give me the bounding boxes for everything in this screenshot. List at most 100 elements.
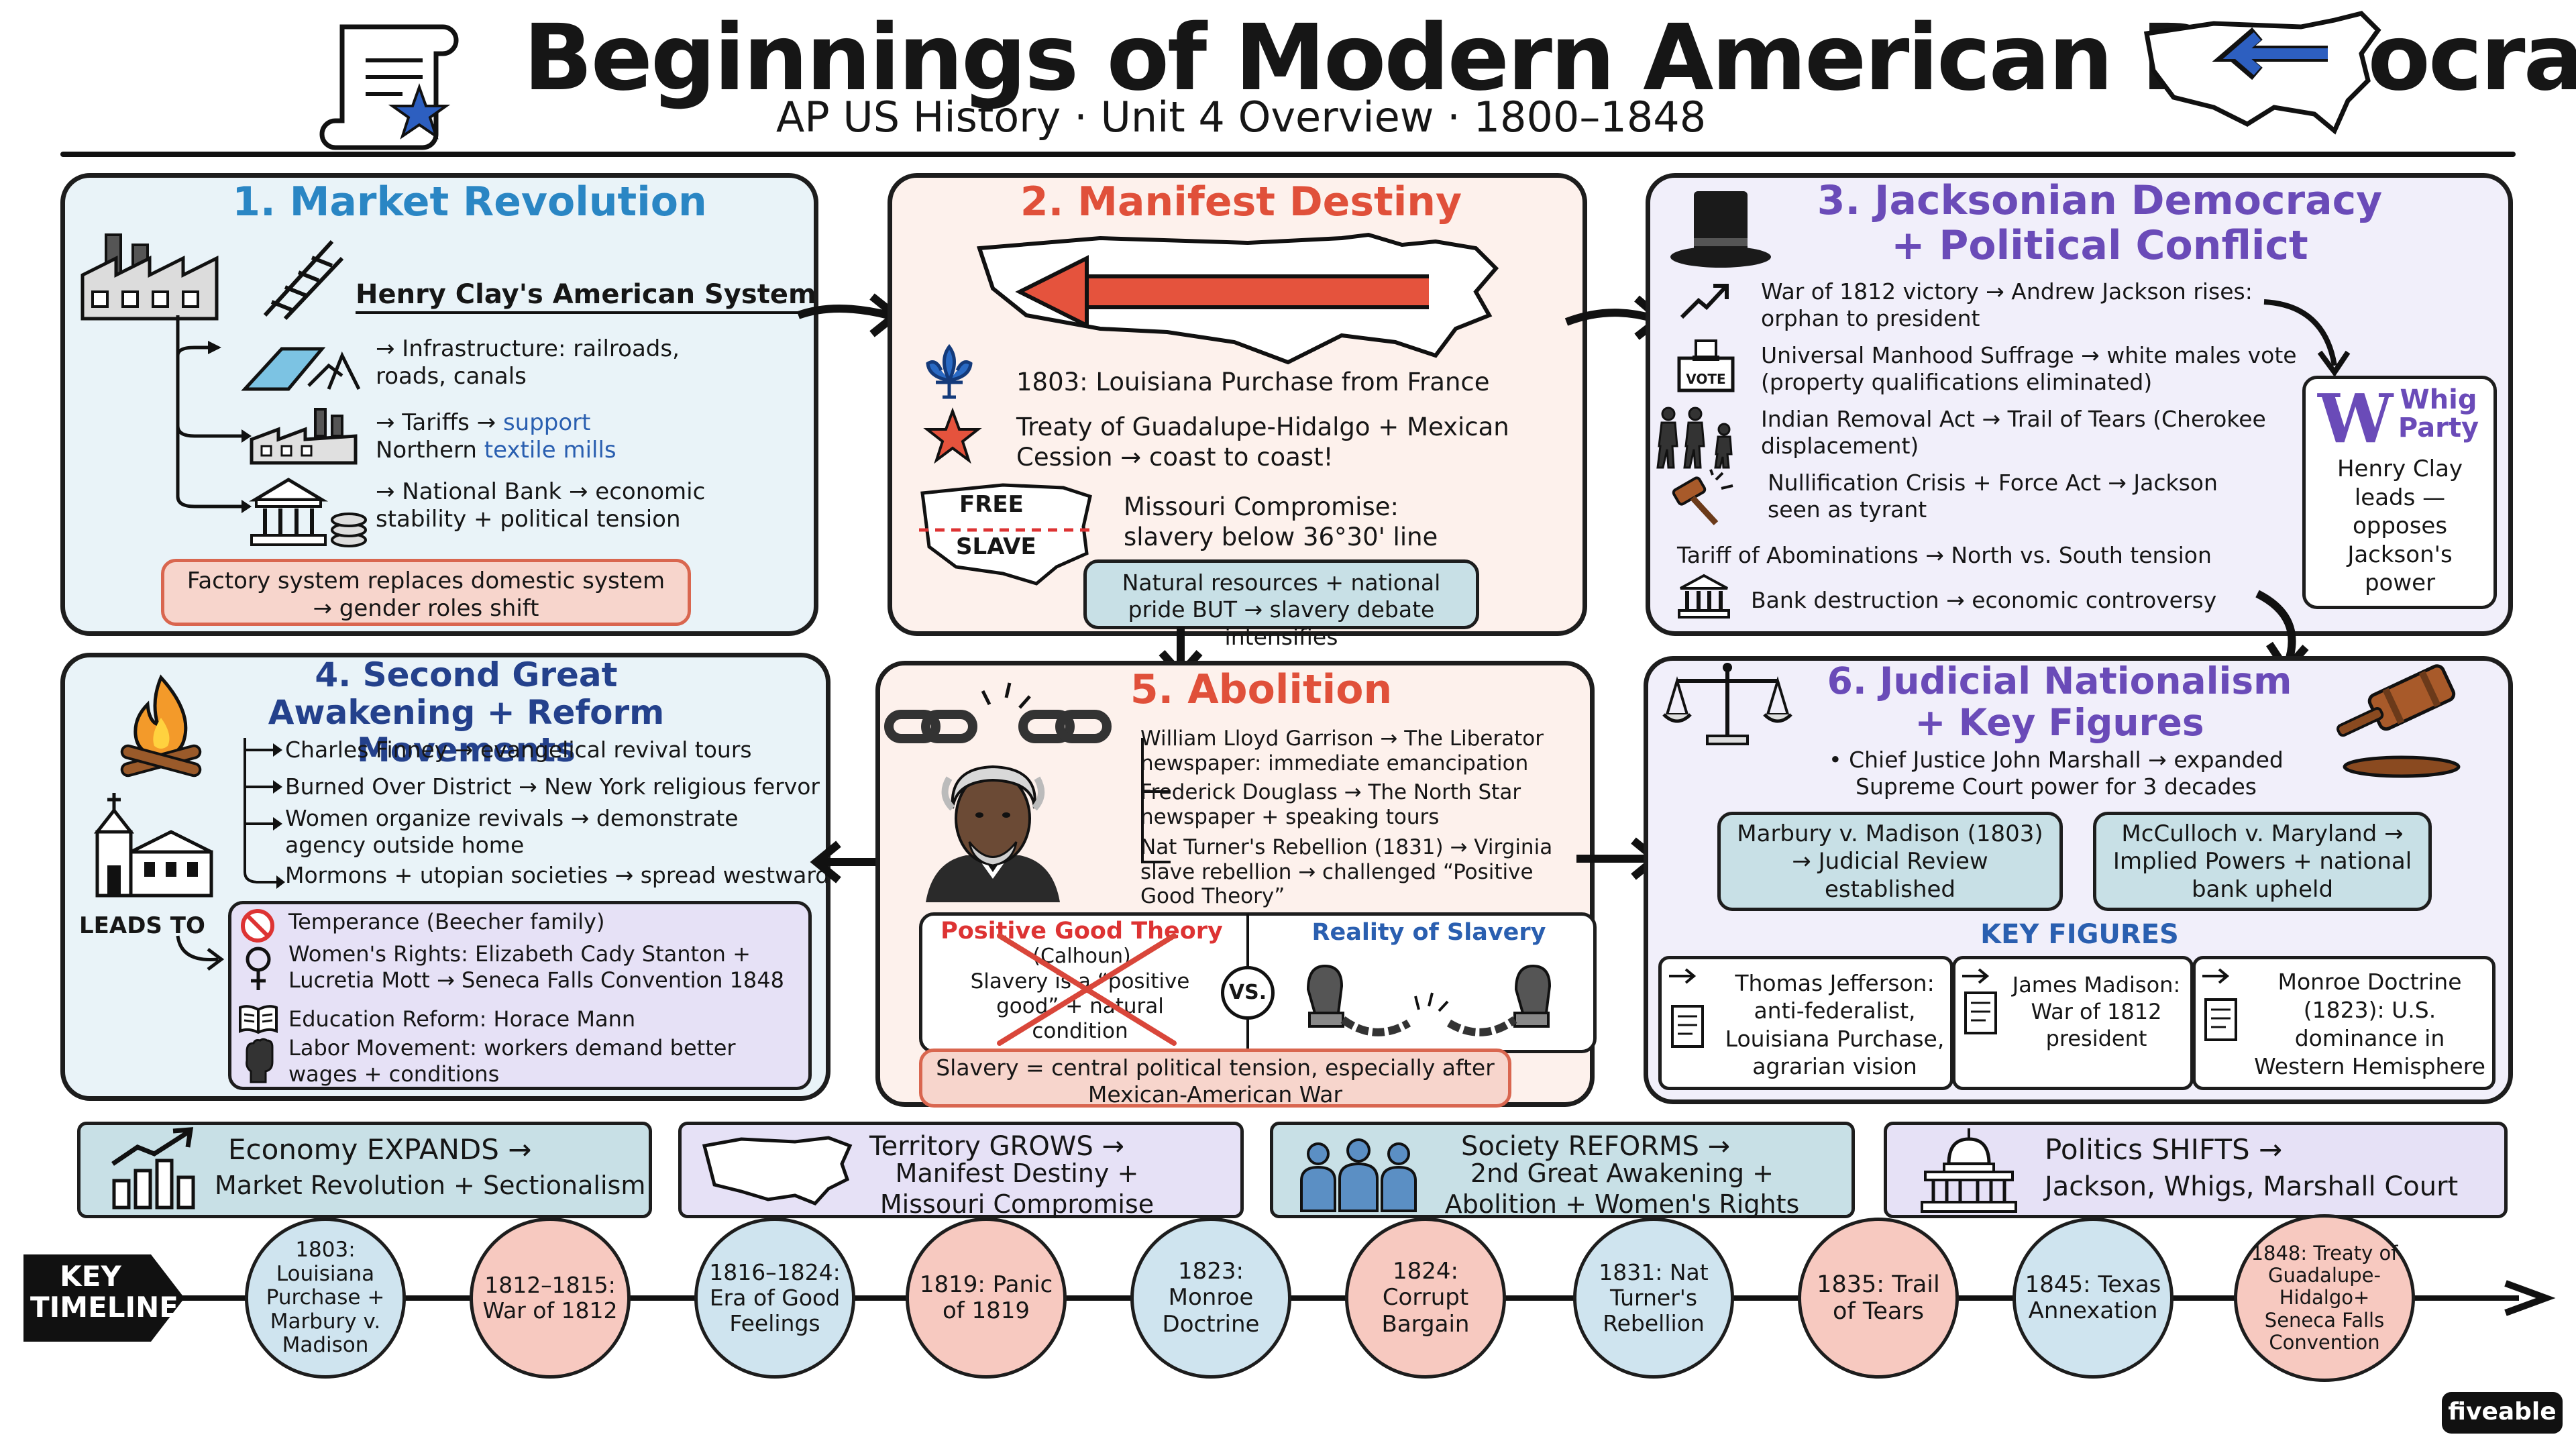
monroe-doc-icon: [2202, 968, 2237, 1041]
canal-icon: [241, 347, 361, 391]
awakening-item-3: Women organize revivals → demonstrate ag…: [285, 805, 739, 859]
free-label: FREE: [959, 491, 1024, 518]
timeline-event: 1816–1824: Era of Good Feelings: [694, 1218, 855, 1379]
abolition-item-3: Nat Turner's Rebellion (1831) → Virginia…: [1140, 835, 1553, 909]
theme-society-title: Society REFORMS →: [1461, 1131, 1731, 1162]
theme-economy-text: Market Revolution + Sectionalism: [215, 1171, 646, 1200]
abolition-item-1: William Lloyd Garrison → The Liberator n…: [1140, 727, 1544, 775]
church-icon: [93, 793, 213, 898]
gavel-force-icon: [1672, 469, 1733, 526]
people-group-icon: [1300, 1138, 1417, 1212]
no-alcohol-icon: [241, 909, 274, 943]
awakening-item-2: Burned Over District → New York religiou…: [285, 773, 820, 800]
trail-walkers-icon: [1656, 407, 1733, 469]
awakening-title: 4. Second Great Awakening + Reform Movem…: [268, 655, 665, 769]
american-system-label: Henry Clay's American System: [356, 278, 816, 314]
free-slave-map-icon: [919, 483, 1093, 586]
jackson-title: 3. Jacksonian Democracy + Political Conf…: [1817, 177, 2383, 270]
header-divider: [60, 152, 2516, 157]
louisiana-purchase-text: 1803: Louisiana Purchase from France: [1016, 368, 1490, 396]
abolition-item-2: Frederick Douglass → The North Star news…: [1140, 780, 1521, 829]
theme-politics-title: Politics SHIFTS →: [2045, 1133, 2283, 1166]
ballot-box-icon: [1677, 339, 1735, 392]
abolition-branch-lines: [1141, 738, 1171, 863]
jackson-item-3: Indian Removal Act → Trail of Tears (Che…: [1761, 406, 2266, 460]
theme-economy-title: Economy EXPANDS →: [228, 1133, 532, 1166]
fleur-de-lis-icon: [926, 343, 973, 399]
railroad-icon: [263, 239, 344, 321]
reality-title: Reality of Slavery: [1311, 919, 1546, 946]
positive-good-title: Positive Good Theory: [941, 918, 1223, 945]
reform-education: Education Reform: Horace Mann: [288, 1006, 636, 1032]
infrastructure-text: → Infrastructure: railroads, roads, cana…: [376, 335, 680, 390]
theme-society: Society REFORMS → 2nd Great Awakening + …: [1270, 1122, 1855, 1219]
leads-to-arrow: [176, 935, 225, 971]
broken-chain-icon: [884, 682, 1112, 743]
awakening-branch-lines: [244, 738, 285, 889]
factory-icon: [80, 233, 219, 321]
tariffs-text: → Tariffs → support Northern textile mil…: [376, 409, 724, 465]
frederick-douglass-portrait: [926, 765, 1060, 902]
market-branch-lines: [176, 315, 252, 513]
factory-system-note: Factory system replaces domestic system …: [161, 559, 691, 626]
jackson-item-4: Nullification Crisis + Force Act → Jacks…: [1768, 470, 2218, 523]
scroll-star-icon: [319, 24, 459, 150]
theme-society-text: 2nd Great Awakening + Abolition + Women'…: [1444, 1159, 1800, 1219]
gavel-icon: [2337, 664, 2461, 778]
whig-party-box: [2302, 376, 2497, 609]
abolition-note: Slavery = central political tension, esp…: [919, 1049, 1511, 1108]
mcculloch-box: McCulloch v. Maryland → Implied Powers +…: [2093, 812, 2432, 911]
top-hat-icon: [1670, 191, 1771, 268]
page-subtitle: AP US History · Unit 4 Overview · 1800–1…: [775, 93, 1707, 142]
missouri-compromise-text: Missouri Compromise: slavery below 36°30…: [1124, 492, 1438, 552]
reform-labor: Labor Movement: workers demand better wa…: [288, 1035, 736, 1087]
abolition-title: 5. Abolition: [1130, 666, 1393, 713]
national-bank-text: → National Bank → economic stability + p…: [376, 478, 706, 533]
timeline-event: 1803: Louisiana Purchase + Marbury v. Ma…: [245, 1218, 406, 1379]
mill-icon: [250, 408, 358, 465]
tariffs-northern: Northern: [376, 437, 484, 464]
madison-box: [1952, 956, 2194, 1090]
treaty-text: Treaty of Guadalupe-Hidalgo + Mexican Ce…: [1016, 413, 1509, 472]
timeline-event: 1835: Trail of Tears: [1798, 1218, 1959, 1379]
key-figures-heading: KEY FIGURES: [1980, 919, 2179, 950]
whig-text: Henry Clay leads — opposes Jackson's pow…: [2337, 455, 2463, 596]
jackson-item-6: Bank destruction → economic controversy: [1751, 587, 2217, 613]
book-icon: [239, 1005, 278, 1034]
timeline-event: 1845: Texas Annexation: [2012, 1218, 2174, 1379]
monroe-text: Monroe Doctrine (1823): U.S. dominance i…: [2254, 969, 2485, 1079]
bank-small-icon: [1678, 574, 1730, 619]
key-timeline-label: KEY TIMELINE: [30, 1260, 178, 1324]
reforms-box: [228, 901, 812, 1090]
scales-of-justice-icon: [1662, 663, 1792, 745]
theme-territory-text: Manifest Destiny + Missouri Compromise: [879, 1159, 1155, 1219]
bar-chart-up-icon: [111, 1127, 195, 1210]
brand-logo: fiveable: [2442, 1392, 2563, 1434]
trend-up-icon: [1680, 284, 1729, 319]
madison-text: James Madison: War of 1812 president: [2012, 972, 2181, 1051]
timeline-event: 1819: Panic of 1819: [906, 1218, 1067, 1379]
tariffs-support: support: [502, 409, 591, 436]
vote-label: VOTE: [1686, 371, 1726, 387]
reform-temperance: Temperance (Beecher family): [288, 909, 605, 934]
theme-politics-text: Jackson, Whigs, Marshall Court: [2045, 1171, 2459, 1202]
marbury-box: Marbury v. Madison (1803) → Judicial Rev…: [1717, 812, 2063, 911]
bank-icon: [248, 478, 367, 547]
timeline-event: 1848: Treaty of Guadalupe-Hidalgo+ Senec…: [2234, 1214, 2415, 1382]
jackson-item-5: Tariff of Abominations → North vs. South…: [1677, 542, 2212, 568]
monroe-box: [2192, 956, 2496, 1090]
positive-good-text: Slavery is a “positive good” + natural c…: [970, 969, 1190, 1044]
capitol-icon: [1921, 1128, 2017, 1213]
madison-doc-icon: [1962, 968, 1997, 1034]
us-map-icon: [702, 1136, 853, 1205]
timeline-event: 1824: Corrupt Bargain: [1345, 1218, 1506, 1379]
whig-letter-icon: W: [2318, 379, 2394, 458]
timeline-event: 1831: Nat Turner's Rebellion: [1573, 1218, 1734, 1379]
female-symbol-icon: [246, 947, 271, 990]
whig-title: Whig Party: [2398, 384, 2479, 443]
raised-fist-icon: [246, 1038, 274, 1083]
cross-out-icon: [997, 933, 1177, 1046]
manifest-title: 2. Manifest Destiny: [1020, 178, 1462, 225]
awakening-item-4: Mormons + utopian societies → spread wes…: [285, 862, 830, 888]
jackson-item-1: War of 1812 victory → Andrew Jackson ris…: [1761, 278, 2253, 332]
